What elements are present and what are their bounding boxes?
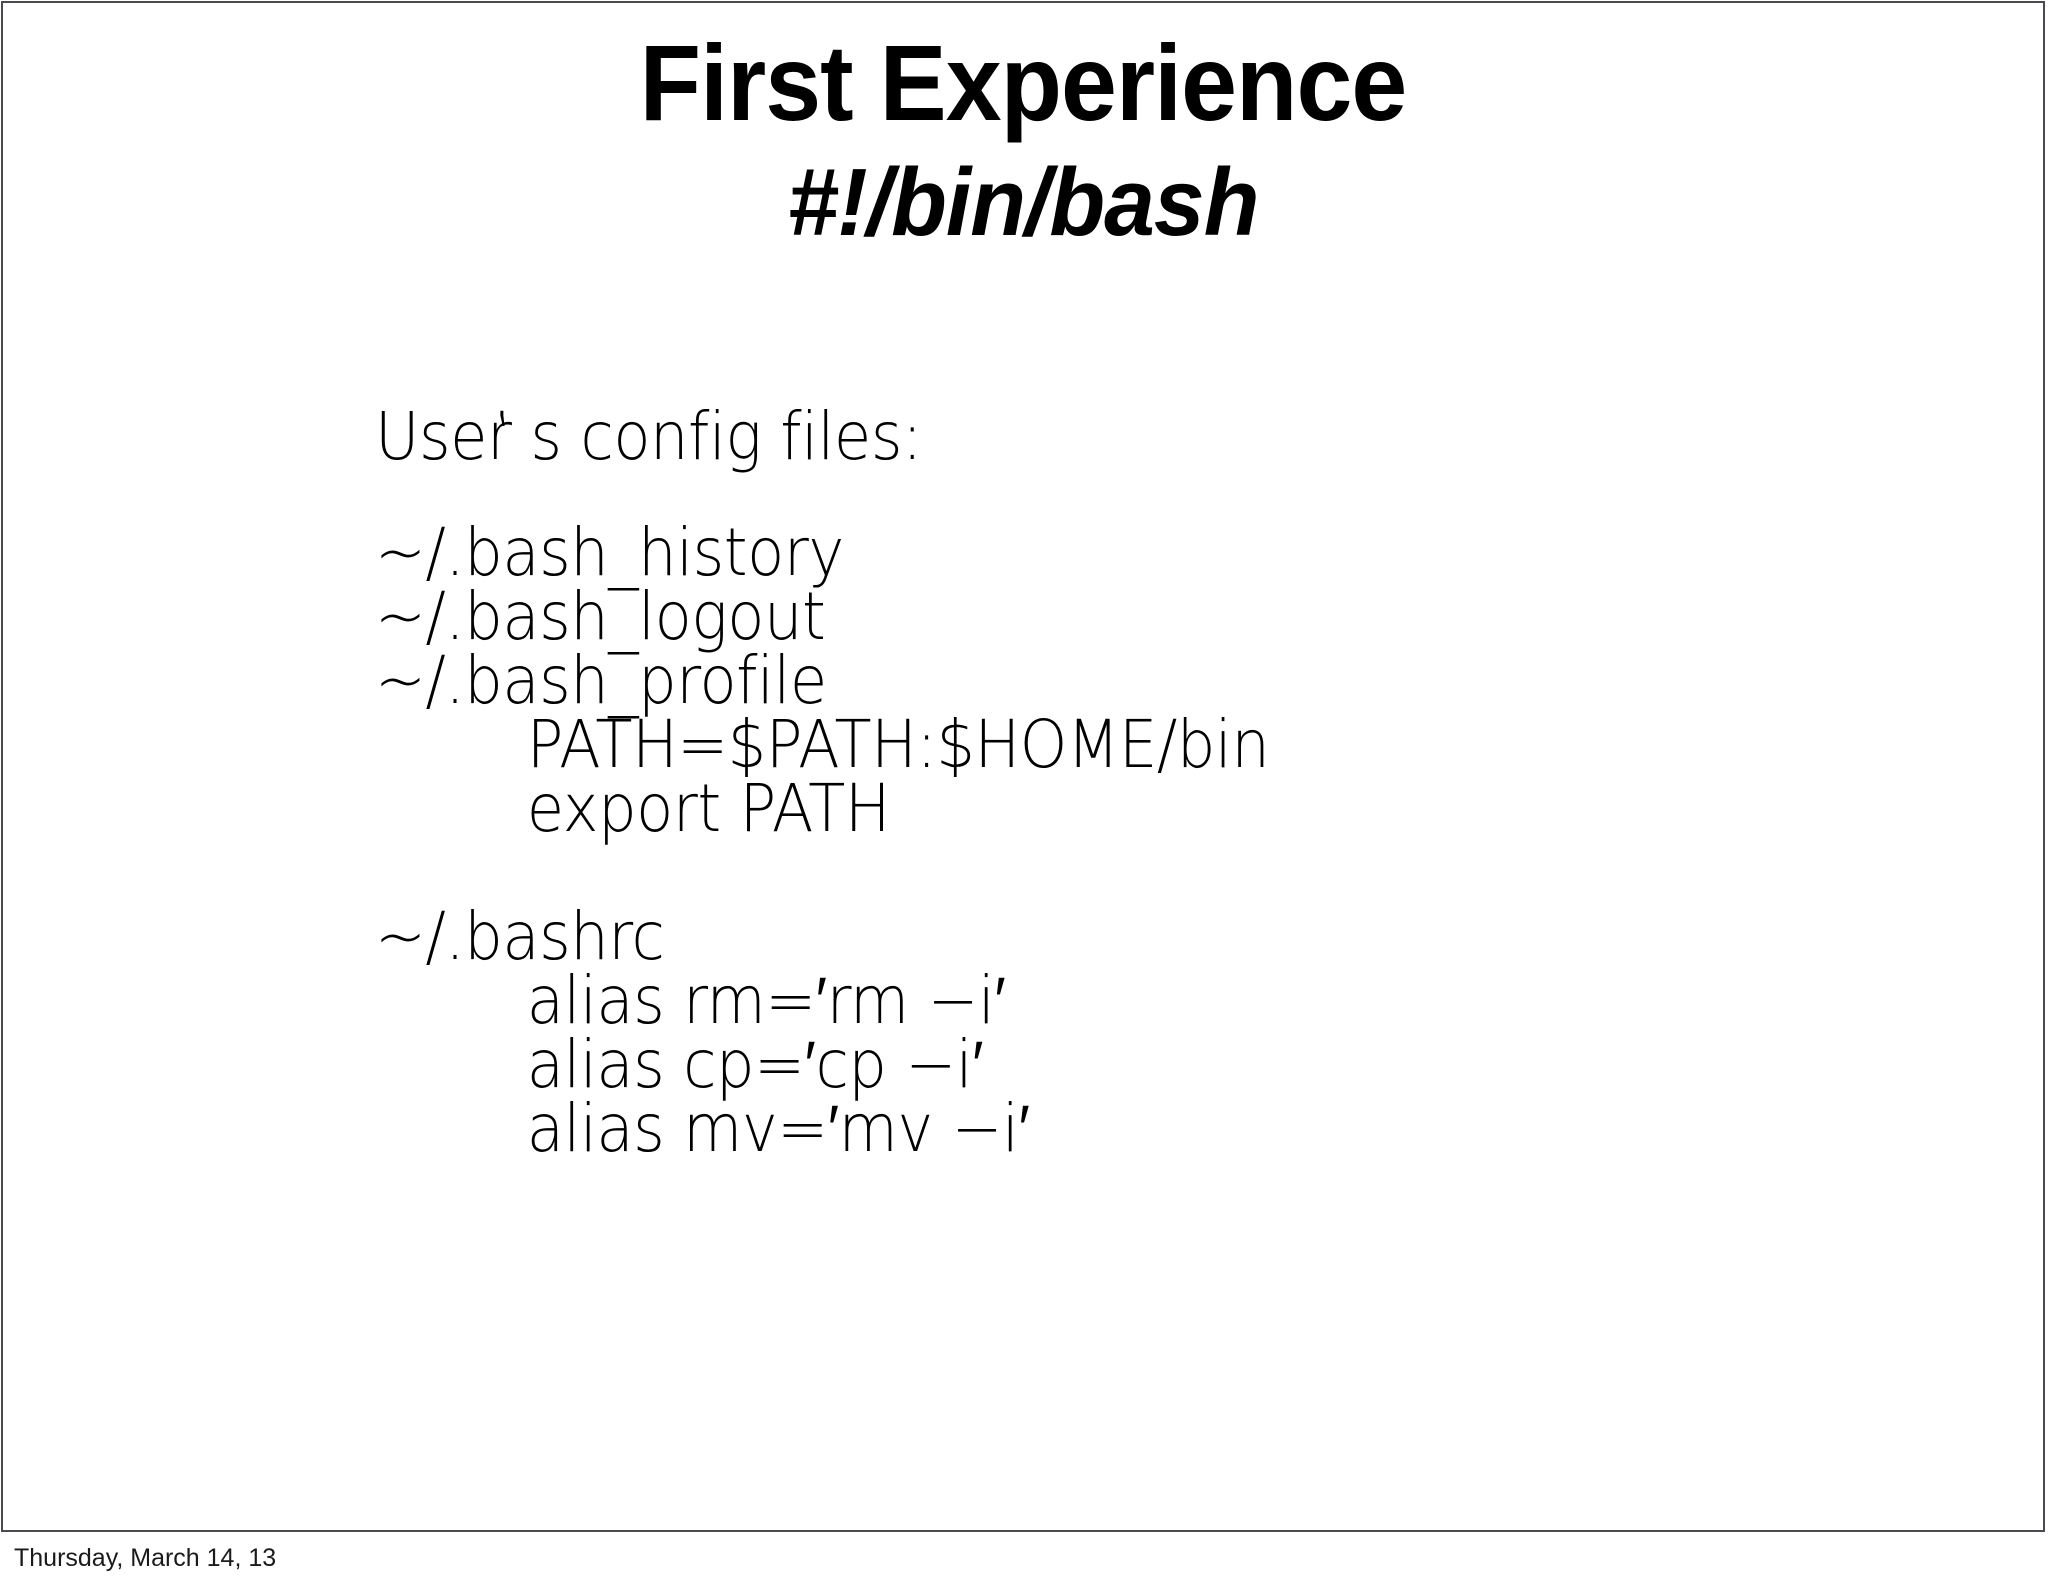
config-file-line: ~/.bash_profile (375, 642, 827, 719)
config-code-line: alias cp=′cp −i′ (526, 1026, 984, 1103)
blank-line (375, 841, 1847, 905)
slide-canvas: First Experience #!/bin/bash User‛s conf… (1, 1, 2045, 1532)
footer-date: Thursday, March 14, 13 (14, 1544, 277, 1572)
body-heading: User‛s config files: (375, 398, 923, 475)
page-title: First Experience (639, 22, 1408, 143)
config-code-line: alias rm=′rm −i′ (526, 962, 1006, 1039)
config-file-line: ~/.bashrc (375, 898, 665, 975)
page-subtitle: #!/bin/bash (787, 148, 1260, 256)
config-code-line: export PATH (526, 770, 891, 847)
config-code-line: PATH=$PATH:$HOME/bin (526, 706, 1270, 783)
config-file-line: ~/.bash_logout (375, 578, 826, 655)
body-content: User‛s config files: ~/.bash_history ~/.… (375, 398, 1975, 1167)
title-block: First Experience #!/bin/bash (3, 25, 2043, 253)
config-file-line: ~/.bash_history (375, 514, 844, 591)
config-code-line: alias mv=′mv −i′ (526, 1090, 1030, 1167)
